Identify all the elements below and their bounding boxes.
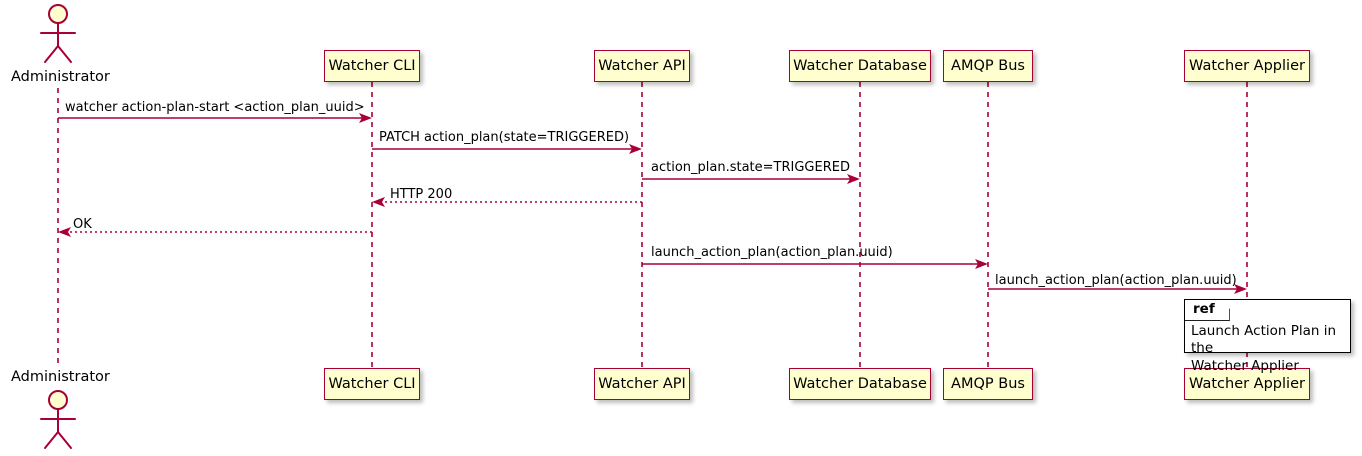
- message-arrow-2: [372, 144, 642, 154]
- participant-box-watcher-cli-top[interactable]: Watcher CLI: [324, 50, 420, 82]
- message-label-5: OK: [73, 217, 92, 232]
- participant-box-amqp-bus-bottom[interactable]: AMQP Bus: [943, 368, 1033, 400]
- message-arrow-1: [58, 113, 372, 123]
- actor-administrator-top: [40, 4, 76, 63]
- actor-head-icon: [48, 4, 68, 24]
- participant-box-watcher-api-top[interactable]: Watcher API: [594, 50, 690, 82]
- participant-label-administrator-top: Administrator: [11, 69, 110, 85]
- message-arrow-5: [58, 227, 372, 237]
- actor-head-icon: [48, 390, 68, 410]
- message-arrow-3: [642, 174, 860, 184]
- actor-leg-right-icon: [57, 45, 72, 63]
- lifelines: [57, 82, 1248, 368]
- actor-leg-right-icon: [57, 431, 72, 449]
- message-label-4: HTTP 200: [390, 187, 453, 202]
- participant-box-watcher-api-bottom[interactable]: Watcher API: [594, 368, 690, 400]
- ref-fragment: ref Launch Action Plan in the Watcher Ap…: [1184, 299, 1351, 374]
- participant-label-administrator-bottom: Administrator: [11, 369, 110, 385]
- ref-fragment-tab-label: ref: [1185, 300, 1230, 321]
- message-label-7: launch_action_plan(action_plan.uuid): [995, 273, 1237, 288]
- participant-box-amqp-bus-top[interactable]: AMQP Bus: [943, 50, 1033, 82]
- message-arrows: [58, 113, 1247, 294]
- participant-box-watcher-applier-top[interactable]: Watcher Applier: [1184, 50, 1310, 82]
- message-label-1: watcher action-plan-start <action_plan_u…: [65, 100, 365, 115]
- participant-box-watcher-cli-bottom[interactable]: Watcher CLI: [324, 368, 420, 400]
- message-label-3: action_plan.state=TRIGGERED: [651, 160, 850, 175]
- ref-fragment-body-text: Launch Action Plan in the Watcher Applie…: [1191, 323, 1337, 374]
- participant-box-watcher-database-bottom[interactable]: Watcher Database: [789, 368, 931, 400]
- message-label-6: launch_action_plan(action_plan.uuid): [651, 245, 893, 260]
- actor-administrator-bottom: [40, 390, 76, 449]
- actor-leg-left-icon: [44, 431, 59, 449]
- message-arrow-6: [642, 259, 988, 269]
- participant-box-watcher-applier-bottom[interactable]: Watcher Applier: [1184, 368, 1310, 400]
- participant-box-watcher-database-top[interactable]: Watcher Database: [789, 50, 931, 82]
- actor-leg-left-icon: [44, 45, 59, 63]
- message-label-2: PATCH action_plan(state=TRIGGERED): [379, 130, 630, 145]
- message-arrow-4: [372, 197, 642, 207]
- message-arrow-7: [988, 284, 1247, 294]
